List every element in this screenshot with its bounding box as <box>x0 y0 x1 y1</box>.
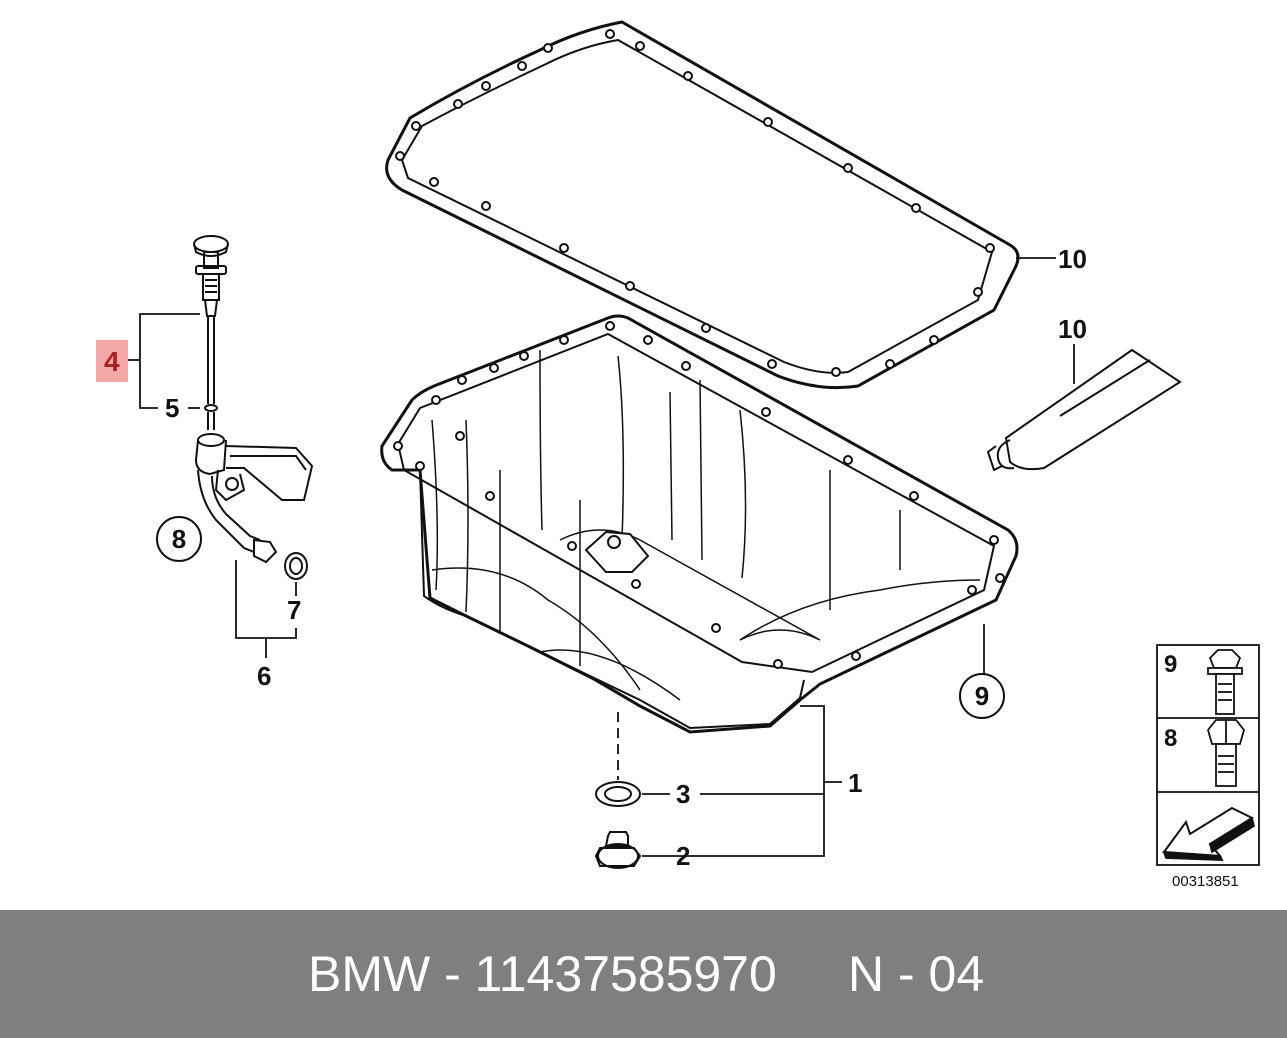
image-number: 00313851 <box>1172 873 1239 890</box>
callout-2: 2 <box>676 841 690 871</box>
legend-label-8: 8 <box>1164 725 1177 752</box>
dipstick-guide-tube <box>194 433 314 580</box>
legend-label-9: 9 <box>1164 651 1177 678</box>
footer-bar: BMW - 11437585970 N - 04 <box>0 910 1287 1038</box>
leader-lines <box>128 257 1075 857</box>
callout-5: 5 <box>165 393 179 423</box>
callout-9-circle <box>959 673 1005 719</box>
highlight-box <box>96 340 128 382</box>
callout-10-sealant: 10 <box>1058 314 1087 344</box>
callout-8-circle <box>156 516 202 562</box>
drain-plug <box>594 831 642 869</box>
sealant-tube <box>986 348 1182 472</box>
callout-1: 1 <box>848 768 862 798</box>
callout-6: 6 <box>257 661 271 691</box>
oil-pan <box>380 314 1019 734</box>
callout-7: 7 <box>287 595 301 625</box>
fastener-legend <box>1156 644 1260 866</box>
callout-3: 3 <box>676 779 690 809</box>
part-number-caption: BMW - 11437585970 <box>308 946 777 1002</box>
callout-10-gasket: 10 <box>1058 244 1087 274</box>
callout-4: 4 <box>104 346 120 377</box>
drain-washer <box>595 781 641 807</box>
callout-9: 9 <box>975 681 989 711</box>
oil-dipstick <box>193 235 229 430</box>
oil-pan-gasket <box>385 20 1020 390</box>
callout-8: 8 <box>172 524 186 554</box>
oil-pan-exploded-diagram: 10 10 4 5 7 6 1 3 2 8 9 9 8 00313851 <box>96 20 1260 890</box>
diagram-reference-caption: N - 04 <box>848 946 985 1002</box>
